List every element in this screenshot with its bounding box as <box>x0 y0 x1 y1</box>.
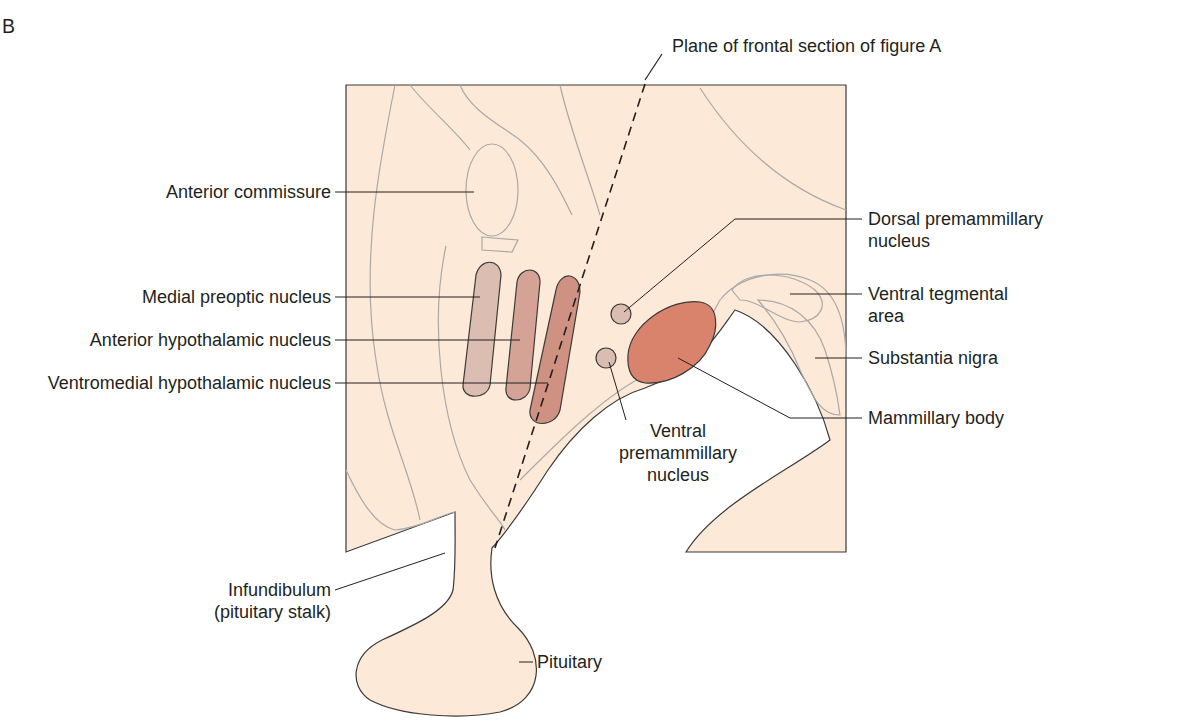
ventromedial-nucleus <box>530 276 580 424</box>
panel-letter: B <box>2 13 15 39</box>
structure-label: Ventral premammillary nucleus <box>612 420 744 486</box>
leader-lines <box>335 192 862 662</box>
brain-section <box>346 85 846 716</box>
structure-label: Ventromedial hypothalamic nucleus <box>48 372 331 394</box>
plane-label: Plane of frontal section of figure A <box>672 35 941 57</box>
leader-line <box>645 54 662 80</box>
structure-label: Anterior hypothalamic nucleus <box>90 329 331 351</box>
structure-label: Dorsal premammillary nucleus <box>868 208 1073 252</box>
structure-label: Substantia nigra <box>868 347 998 369</box>
structure-label: Anterior commissure <box>166 181 331 203</box>
section-plane <box>495 84 645 548</box>
ventral-premammillary-nucleus <box>596 348 616 368</box>
dorsal-premammillary-nucleus <box>611 304 631 324</box>
anterior-hypothalamic-nucleus <box>506 270 540 400</box>
structure-label: Medial preoptic nucleus <box>142 286 331 308</box>
medial-preoptic-nucleus <box>463 262 501 396</box>
structure-label: Pituitary <box>537 651 602 673</box>
structure-label: Infundibulum (pituitary stalk) <box>181 579 331 623</box>
structure-label: Mammillary body <box>868 407 1004 429</box>
structure-label: Ventral tegmental area <box>868 283 1043 327</box>
